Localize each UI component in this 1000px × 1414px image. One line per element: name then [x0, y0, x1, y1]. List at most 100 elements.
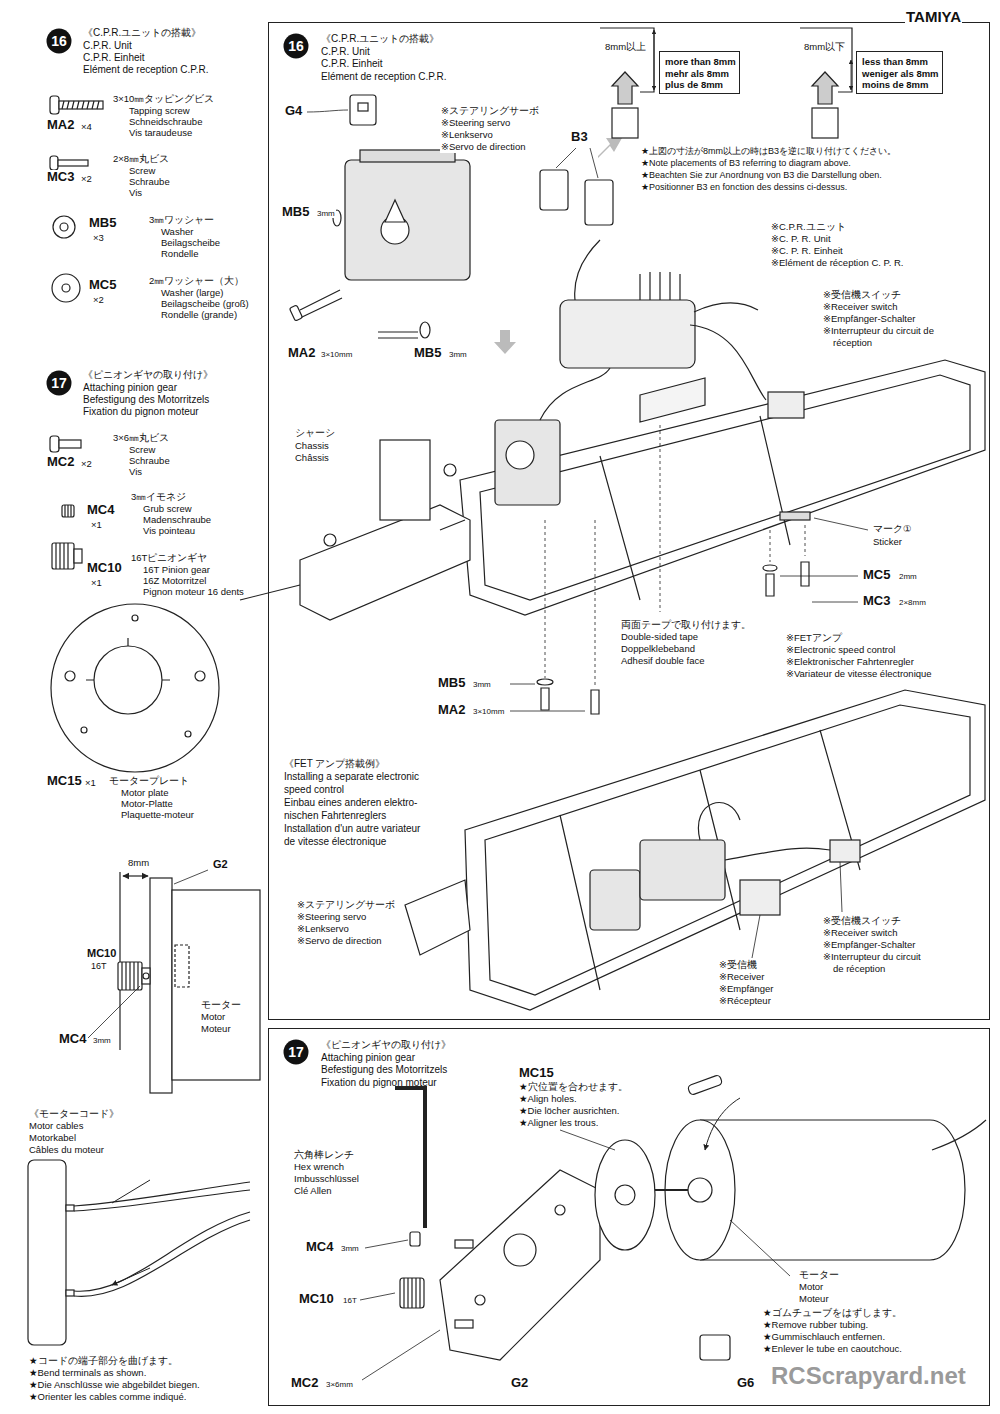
caption-text: 2×8mm	[898, 598, 927, 607]
caption-text: 《モーターコード》	[28, 1108, 120, 1120]
caption-text: ×2	[80, 174, 93, 185]
caption-text: ×1	[90, 578, 103, 589]
caption-text: 3×10mm	[320, 350, 353, 359]
caption-text: 六角棒レンチ	[293, 1150, 355, 1161]
caption-text: ★Orienter les cables comme indiqué.	[28, 1392, 187, 1403]
caption-text: 3×6㎜丸ビス	[112, 433, 170, 444]
caption-text: ※FETアンプ	[785, 633, 843, 644]
caption-text: Vis pointeau	[142, 526, 196, 537]
step-number: 17	[46, 370, 72, 396]
chassis-fet-install	[405, 690, 985, 1010]
caption-text: 8mm以下	[803, 42, 846, 53]
caption-text: Schraube	[128, 177, 171, 188]
caption-text: Fixation du pignon moteur	[82, 406, 200, 418]
b3-height-diagram	[600, 28, 852, 138]
step-heading: Attaching pinion gear	[321, 1052, 451, 1065]
caption-text: 3×6mm	[325, 1380, 354, 1389]
caption-text: ★Aligner les trous.	[518, 1118, 599, 1129]
caption-text: ※C.P.R.ユニット	[770, 222, 847, 233]
text-holder: 16	[283, 33, 309, 59]
text-holder: 16	[46, 28, 72, 54]
caption-text: Screw	[128, 445, 156, 456]
caption-text: Elément de reception C.P.R.	[82, 64, 209, 76]
caption-text: Schraube	[128, 456, 171, 467]
caption-text: 2㎜ワッシャー（大）	[148, 276, 245, 287]
step-heading: Befestigung des Motorritzels	[321, 1064, 451, 1077]
note-text: moins de 8mm	[862, 79, 939, 91]
part-code: MB5	[88, 216, 117, 231]
caption-text: ※ステアリングサーボ	[296, 900, 396, 911]
text-holder: 17	[46, 370, 72, 396]
step-heading: C.P.R. Einheit	[321, 58, 446, 71]
caption-text: Pignon moteur 16 dents	[142, 587, 245, 598]
caption-text: Madenschraube	[142, 515, 212, 526]
note-box: more than 8mmmehr als 8mmplus de 8mm	[659, 51, 740, 94]
caption-text: 3mm	[472, 680, 492, 689]
caption-text: 16T	[342, 1296, 358, 1305]
caption-text: Doppelklebeband	[620, 644, 696, 655]
caption-text: ×1	[84, 778, 97, 789]
caption-text: 8mm以上	[604, 42, 647, 53]
caption-text: 2×8㎜丸ビス	[112, 154, 170, 165]
note-text: more than 8mm	[665, 56, 736, 68]
part-code: MC4	[58, 1032, 87, 1047]
caption-text: Grub screw	[142, 504, 193, 515]
caption-text: ※Empfänger	[718, 984, 774, 995]
caption-text: ※Elément de réception C. P. R.	[770, 258, 904, 269]
step-heading: Fixation du pignon moteur	[321, 1077, 451, 1090]
caption-text: 3×10mm	[472, 707, 505, 716]
caption-text: 《FET アンプ搭載例》	[283, 758, 386, 770]
pinion-motor-exploded	[360, 1074, 986, 1380]
pinion-gear-icon	[52, 543, 82, 569]
caption-text: Moteur	[798, 1294, 830, 1305]
caption-text: Sticker	[872, 537, 903, 548]
part-code: MA2	[46, 118, 75, 133]
step-number-text: 17	[288, 1044, 304, 1060]
caption-text: ※Receiver switch	[822, 928, 898, 939]
step-number: 16	[283, 33, 309, 59]
note-text: mehr als 8mm	[665, 68, 736, 80]
caption-text: ×2	[92, 295, 105, 306]
caption-text: ※C. P. R. Unit	[770, 234, 832, 245]
caption-text: Washer	[160, 227, 194, 238]
part-code: MA2	[287, 346, 316, 361]
part-code: MB5	[413, 346, 442, 361]
caption-text: ★Align holes.	[518, 1094, 578, 1105]
caption-text: Motor	[200, 1012, 226, 1023]
caption-text: de vitesse électronique	[283, 836, 387, 848]
caption-text: Vis	[128, 467, 143, 478]
caption-text: ★Remove rubber tubing.	[762, 1320, 869, 1331]
caption-text: ×2	[80, 459, 93, 470]
caption-text: 16Z Motorritzel	[142, 576, 207, 587]
caption-text: ※C. P. R. Einheit	[770, 246, 844, 257]
step-heading: C.P.R. Unit	[321, 46, 446, 59]
caption-text: ★Note placements of B3 referring to diag…	[640, 158, 852, 168]
caption-text: speed control	[283, 784, 345, 796]
caption-text: ※Receiver	[718, 972, 765, 983]
caption-text: Clé Allen	[293, 1186, 333, 1197]
step-panel: 《ピニオンギヤの取り付け》Attaching pinion gearBefest…	[268, 1028, 990, 1406]
caption-text: réception	[832, 338, 873, 349]
caption-text: ×3	[92, 233, 105, 244]
part-code: G2	[510, 1376, 529, 1391]
part-code: MC4	[86, 503, 115, 518]
text-holder: less than 8mmweniger als 8mmmoins de 8mm	[862, 56, 939, 91]
caption-text: Motor plate	[120, 788, 170, 799]
caption-text: ※Interrupteur du circuit	[822, 952, 922, 963]
caption-text: 両面テープで取り付けます。	[620, 620, 752, 631]
step-number-text: 17	[51, 375, 67, 391]
caption-text: Installing a separate electronic	[283, 771, 420, 783]
caption-text: ×1	[90, 520, 103, 531]
caption-text: ★Die löcher ausrichten.	[518, 1106, 620, 1117]
part-code: MC5	[88, 278, 117, 293]
caption-text: Chassis	[294, 441, 330, 452]
text-holder: more than 8mmmehr als 8mmplus de 8mm	[665, 56, 736, 91]
caption-text: シャーシ	[294, 428, 336, 439]
caption-text: Moteur	[200, 1024, 232, 1035]
note-box: less than 8mmweniger als 8mmmoins de 8mm	[856, 51, 943, 94]
caption-text: Rondelle	[160, 249, 200, 260]
motor-cable-diagram	[28, 1160, 250, 1345]
caption-text: 16T	[90, 961, 108, 971]
caption-text: 16Tピニオンギヤ	[130, 553, 208, 564]
